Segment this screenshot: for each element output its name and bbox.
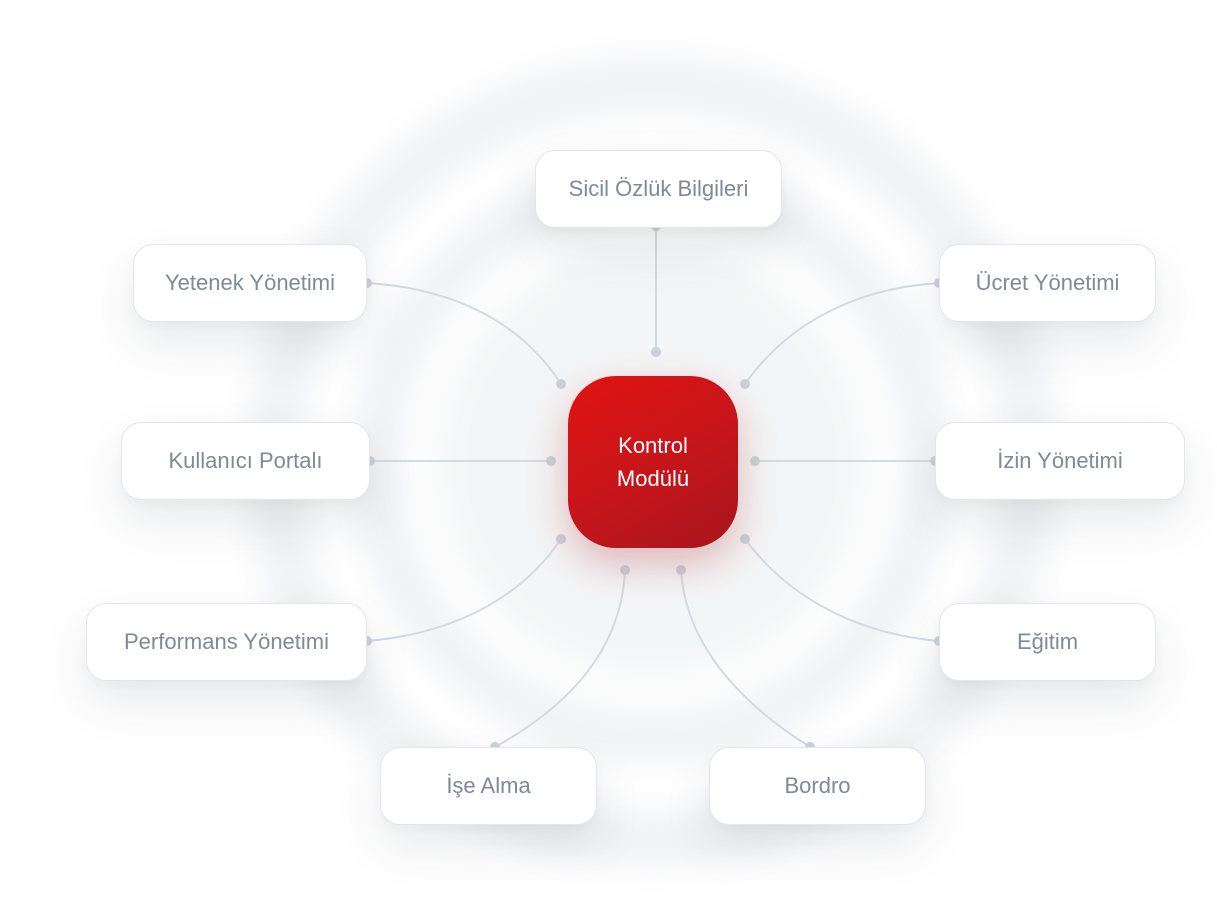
module-sicil-ozluk-bilgileri[interactable]: Sicil Özlük Bilgileri [535,150,782,228]
module-label: Performans Yönetimi [123,629,329,654]
dot-performans-inner [556,534,566,544]
module-kullanici-portali[interactable]: Kullanıcı Portalı [121,422,370,500]
module-egitim[interactable]: Eğitim [939,603,1156,681]
module-performans-yonetimi[interactable]: Performans Yönetimi [86,603,367,681]
dot-egitim-inner [740,534,750,544]
dot-ucret-inner [740,379,750,389]
dot-ise-alma-inner [620,565,630,575]
module-yetenek-yonetimi[interactable]: Yetenek Yönetimi [133,244,367,322]
module-label: İşe Alma [446,773,531,798]
module-bordro[interactable]: Bordro [709,747,926,825]
connector-performans [366,538,562,642]
module-izin-yonetimi[interactable]: İzin Yönetimi [935,422,1185,500]
module-label: Yetenek Yönetimi [164,270,336,295]
dot-yetenek-inner [556,379,566,389]
dot-sicil-inner [651,347,661,357]
module-label: Eğitim [1016,629,1079,654]
module-label: Bordro [784,773,851,798]
connector-ise-alma [494,569,626,748]
dot-kullanici-inner [546,456,556,466]
module-label: İzin Yönetimi [997,448,1123,473]
core-label-line-2: Modülü [616,466,690,491]
module-label: Kullanıcı Portalı [168,448,323,473]
connector-bordro [680,569,811,748]
kontrol-modulu-core[interactable]: Kontrol Modülü [568,376,738,548]
module-ucret-yonetimi[interactable]: Ücret Yönetimi [939,244,1156,322]
dot-izin-inner [750,456,760,466]
connector-yetenek [366,282,562,385]
connector-egitim [744,538,940,642]
connector-ucret [744,282,940,385]
module-label: Sicil Özlük Bilgileri [568,176,749,201]
core-label-line-1: Kontrol [618,433,688,458]
module-ise-alma[interactable]: İşe Alma [380,747,597,825]
dot-bordro-inner [676,565,686,575]
module-label: Ücret Yönetimi [975,270,1120,295]
